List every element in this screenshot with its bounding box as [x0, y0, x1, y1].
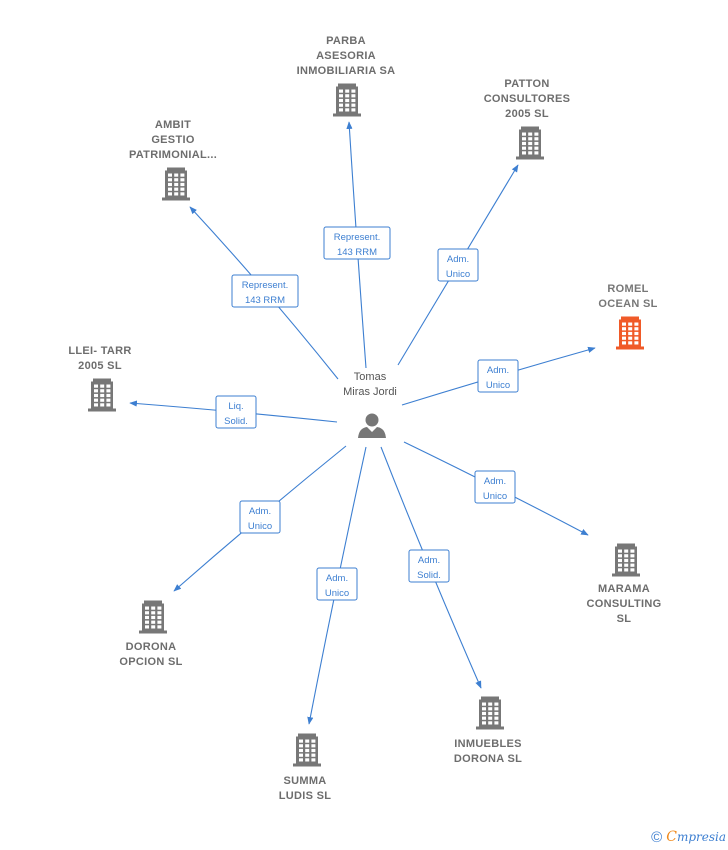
company-name-line: GESTIO	[151, 134, 195, 146]
edge-label-line: Adm.	[487, 365, 509, 376]
edge-parba: Represent. 143 RRM	[323, 121, 391, 369]
edge-label-summa[interactable]: Adm. Unico	[316, 567, 358, 601]
edge-label-line: Solid.	[224, 416, 248, 427]
edge-label-line: Adm.	[326, 573, 348, 584]
edge-summa: Adm. Unico	[307, 446, 367, 725]
building-icon[interactable]	[162, 167, 190, 201]
company-name-line: OPCION SL	[119, 656, 182, 668]
person-name-line: Tomas	[354, 371, 387, 383]
edge-label-romel[interactable]: Adm. Unico	[477, 359, 519, 393]
company-name-line: PATTON	[504, 78, 549, 90]
company-name-line: SL	[617, 613, 632, 625]
company-node-llei[interactable]: LLEI- TARR 2005 SL	[68, 345, 131, 412]
building-icon[interactable]	[88, 378, 116, 412]
brand-name: mpresia	[676, 830, 726, 844]
edge-label-line: Represent.	[242, 280, 288, 291]
company-node-marama[interactable]: MARAMA CONSULTING SL	[587, 543, 662, 626]
company-name-line: CONSULTING	[587, 598, 662, 610]
company-name-line: 2005 SL	[78, 360, 122, 372]
company-name-line: LLEI- TARR	[68, 345, 131, 357]
edge-romel: Adm. Unico	[401, 346, 596, 406]
company-name-line: ASESORIA	[316, 50, 376, 62]
edge-label-line: 143 RRM	[245, 295, 285, 306]
edge-label-line: Unico	[325, 588, 349, 599]
edge-ambit: Represent. 143 RRM	[189, 206, 339, 380]
edges-layer: Represent.143 RRMAdm.UnicoRepresent.143 …	[129, 121, 596, 725]
company-name-line: INMUEBLES	[454, 738, 521, 750]
company-name-line: PARBA	[326, 35, 366, 47]
company-name-line: SUMMA	[283, 775, 326, 787]
edge-label-line: Represent.	[334, 232, 380, 243]
edge-label-line: Adm.	[418, 555, 440, 566]
edge-label-marama[interactable]: Adm. Unico	[474, 470, 516, 504]
company-name-line: 2005 SL	[505, 108, 549, 120]
company-node-dorona-opcion[interactable]: DORONA OPCION SL	[119, 600, 182, 669]
company-name-line: DORONA	[126, 641, 177, 653]
company-node-inmuebles[interactable]: INMUEBLES DORONA SL	[454, 696, 522, 766]
edge-inmuebles: Adm. Solid.	[380, 446, 482, 689]
building-icon[interactable]	[516, 126, 544, 160]
edge-dorona-opcion: Adm. Unico	[173, 445, 347, 592]
edge-label-llei[interactable]: Liq. Solid.	[215, 395, 257, 429]
edge-label-line: Liq.	[228, 401, 243, 412]
footer-brand[interactable]: ©Cmpresia	[651, 829, 726, 846]
building-icon[interactable]	[616, 316, 644, 350]
building-icon[interactable]	[476, 696, 504, 730]
edge-label-line: Solid.	[417, 570, 441, 581]
company-name-line: OCEAN SL	[598, 298, 657, 310]
company-node-summa[interactable]: SUMMA LUDIS SL	[279, 733, 332, 803]
edge-label-dorona-opcion[interactable]: Adm. Unico	[239, 500, 281, 534]
company-node-romel[interactable]: ROMEL OCEAN SL	[598, 283, 657, 350]
company-name-line: PATRIMONIAL...	[129, 149, 217, 161]
company-name-line: AMBIT	[155, 119, 191, 131]
company-name-line: DORONA SL	[454, 753, 522, 765]
building-icon[interactable]	[333, 83, 361, 117]
edge-label-parba[interactable]: Represent. 143 RRM	[323, 226, 391, 260]
nodes-layer: PARBA ASESORIA INMOBILIARIA SA PATTON CONSUL…	[68, 35, 661, 802]
edge-label-line: Adm.	[249, 506, 271, 517]
company-name-line: CONSULTORES	[484, 93, 571, 105]
edge-label-line: Adm.	[484, 476, 506, 487]
person-icon	[358, 413, 386, 438]
edge-label-line: 143 RRM	[337, 247, 377, 258]
company-node-ambit[interactable]: AMBIT GESTIO PATRIMONIAL...	[129, 119, 217, 201]
copyright-icon: ©	[651, 829, 663, 846]
company-name-line: ROMEL	[607, 283, 648, 295]
edge-label-line: Unico	[446, 269, 470, 280]
edge-label-line: Unico	[486, 380, 510, 391]
edge-label-ambit[interactable]: Represent. 143 RRM	[231, 274, 299, 308]
company-node-patton[interactable]: PATTON CONSULTORES 2005 SL	[484, 78, 571, 160]
building-icon[interactable]	[139, 600, 167, 634]
edge-marama: Adm. Unico	[403, 441, 589, 536]
company-name-line: LUDIS SL	[279, 790, 332, 802]
edge-label-patton[interactable]: Adm. Unico	[437, 248, 479, 282]
edge-label-inmuebles[interactable]: Adm. Solid.	[408, 549, 450, 583]
edge-label-line: Adm.	[447, 254, 469, 265]
edge-label-line: Unico	[483, 491, 507, 502]
edge-patton: Adm. Unico	[397, 164, 519, 366]
company-name-line: MARAMA	[598, 583, 650, 595]
company-node-parba[interactable]: PARBA ASESORIA INMOBILIARIA SA	[297, 35, 396, 117]
building-icon[interactable]	[612, 543, 640, 577]
building-icon[interactable]	[293, 733, 321, 767]
brand-initial: C	[666, 829, 677, 845]
company-name-line: INMOBILIARIA SA	[297, 65, 396, 77]
edge-label-line: Unico	[248, 521, 272, 532]
person-name-line: Miras Jordi	[343, 386, 397, 398]
edge-llei: Liq. Solid.	[129, 395, 338, 429]
